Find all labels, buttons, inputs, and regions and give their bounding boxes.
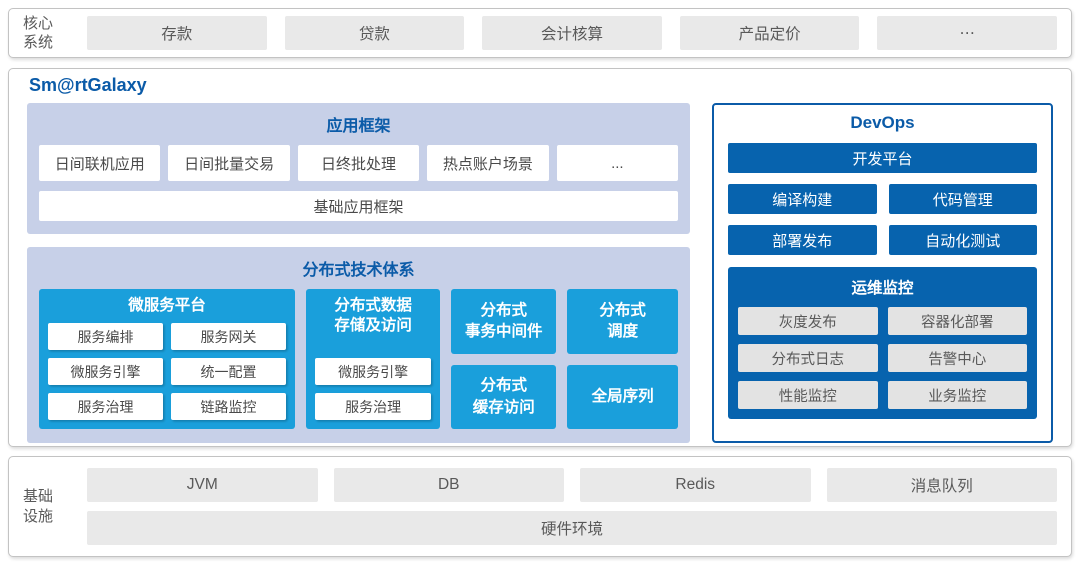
distributed-columns: 微服务平台 服务编排服务网关微服务引擎统一配置服务治理链路监控 分布式数据 存储…	[39, 289, 678, 429]
data-storage-card: 分布式数据 存储及访问 微服务引擎服务治理	[305, 289, 441, 429]
infrastructure-item: Redis	[580, 468, 811, 502]
infrastructure-item: 消息队列	[826, 468, 1057, 502]
devops-title: DevOps	[850, 113, 915, 132]
distributed-section: 分布式技术体系 微服务平台 服务编排服务网关微服务引擎统一配置服务治理链路监控 …	[27, 247, 690, 443]
app-framework-items: 日间联机应用日间批量交易日终批处理热点账户场景...	[39, 145, 679, 181]
ops-monitor-title: 运维监控	[851, 280, 914, 297]
base-framework-item: 基础应用框架	[39, 191, 678, 221]
data-storage-item: 服务治理	[314, 393, 432, 420]
platform-left-column: 应用框架 日间联机应用日间批量交易日终批处理热点账户场景... 基础应用框架 分…	[27, 103, 690, 443]
core-system-item: 产品定价	[679, 16, 860, 50]
app-framework-section: 应用框架 日间联机应用日间批量交易日终批处理热点账户场景... 基础应用框架	[27, 103, 690, 234]
ops-monitor-item: 告警中心	[887, 344, 1027, 372]
distributed-title: 分布式技术体系	[302, 262, 415, 279]
smartgalaxy-panel: Sm@rtGalaxy 应用框架 日间联机应用日间批量交易日终批处理热点账户场景…	[8, 68, 1072, 447]
microservice-item: 链路监控	[170, 393, 286, 420]
microservice-item: 服务治理	[48, 393, 163, 420]
app-framework-item: 热点账户场景	[427, 145, 549, 181]
dev-platform-item: 开发平台	[728, 143, 1037, 173]
microservice-items: 服务编排服务网关微服务引擎统一配置服务治理链路监控	[48, 323, 286, 420]
infrastructure-item: DB	[333, 468, 564, 502]
ops-monitor-item: 业务监控	[887, 381, 1027, 409]
microservice-item: 微服务引擎	[48, 358, 163, 385]
ops-monitor-items: 灰度发布容器化部署分布式日志告警中心性能监控业务监控	[738, 307, 1027, 409]
microservice-item: 服务编排	[48, 323, 163, 350]
core-system-item: 会计核算	[482, 16, 662, 50]
core-system-item: 存款	[87, 16, 267, 50]
distributed-cell: 分布式 缓存访问	[451, 364, 557, 429]
devops-tool-item: 代码管理	[888, 184, 1037, 214]
devops-tool-item: 编译构建	[728, 184, 877, 214]
infrastructure-item: JVM	[87, 468, 318, 502]
core-system-item: ⋯	[877, 16, 1057, 50]
infrastructure-panel: 基础 设施 JVM DB Redis 消息队列 硬件环境	[8, 456, 1072, 557]
microservice-platform-card: 微服务平台 服务编排服务网关微服务引擎统一配置服务治理链路监控	[39, 289, 295, 429]
infrastructure-body: JVM DB Redis 消息队列 硬件环境	[87, 468, 1057, 545]
data-storage-title: 分布式数据 存储及访问	[334, 297, 412, 334]
data-storage-item: 微服务引擎	[314, 358, 432, 385]
devops-tool-item: 自动化测试	[888, 225, 1037, 255]
core-systems-label: 核心 系统	[23, 14, 54, 52]
middleware-cells: 分布式 事务中间件分布式 缓存访问	[451, 289, 557, 429]
core-system-item: 贷款	[284, 16, 465, 50]
core-systems-panel: 核心 系统 存款贷款会计核算产品定价 ⋯	[8, 8, 1072, 58]
distributed-cell: 分布式 调度	[567, 289, 678, 354]
distributed-cell: 分布式 事务中间件	[451, 289, 557, 354]
infrastructure-items: JVM DB Redis 消息队列	[87, 468, 1057, 502]
app-framework-item: 日终批处理	[297, 145, 420, 181]
app-framework-item: 日间批量交易	[168, 145, 290, 181]
ops-monitor-item: 容器化部署	[887, 307, 1027, 335]
ops-monitor-item: 分布式日志	[738, 344, 878, 372]
core-systems-items: 存款贷款会计核算产品定价 ⋯	[87, 16, 1057, 50]
schedule-cells: 分布式 调度全局序列	[567, 289, 678, 429]
infrastructure-label: 基础 设施	[23, 488, 54, 525]
platform-body: 应用框架 日间联机应用日间批量交易日终批处理热点账户场景... 基础应用框架 分…	[27, 103, 1053, 443]
microservice-item: 统一配置	[170, 358, 286, 385]
devops-tools: 编译构建代码管理部署发布自动化测试	[728, 184, 1037, 255]
data-storage-items: 微服务引擎服务治理	[314, 358, 432, 420]
app-framework-item: 日间联机应用	[39, 145, 161, 181]
ops-monitor-card: 运维监控 灰度发布容器化部署分布式日志告警中心性能监控业务监控	[728, 267, 1037, 419]
app-framework-item: ...	[556, 145, 679, 181]
ops-monitor-item: 灰度发布	[738, 307, 878, 335]
distributed-cell: 全局序列	[567, 364, 678, 429]
devops-tool-item: 部署发布	[728, 225, 877, 255]
microservice-platform-title: 微服务平台	[128, 297, 206, 314]
app-framework-title: 应用框架	[326, 118, 391, 135]
devops-panel: DevOps 开发平台 编译构建代码管理部署发布自动化测试 运维监控 灰度发布容…	[712, 103, 1053, 443]
platform-title: Sm@rtGalaxy	[29, 75, 147, 95]
hardware-item: 硬件环境	[87, 511, 1057, 545]
microservice-item: 服务网关	[170, 323, 286, 350]
ops-monitor-item: 性能监控	[738, 381, 878, 409]
